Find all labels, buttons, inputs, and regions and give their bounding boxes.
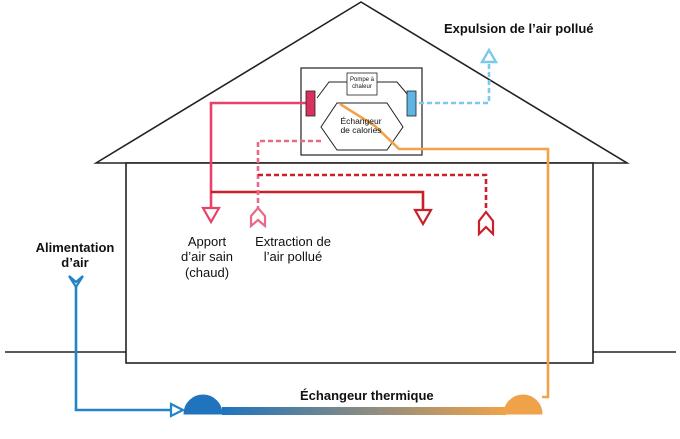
label-pompe-line2: chaleur (352, 83, 372, 90)
label-extraction-line2: l’air pollué (263, 249, 323, 265)
extraction-duct-pink (256, 139, 321, 212)
extraction-arrow (249, 206, 267, 229)
orange-dome (503, 394, 543, 415)
orange-duct (339, 102, 550, 399)
unit-internal-line-left (316, 81, 347, 99)
blue-dome (183, 394, 223, 415)
label-extraction-line1: Extraction de (255, 234, 331, 249)
exhaust-arrow (479, 47, 499, 64)
label-echangeur-calories-line1: Échangeur (340, 116, 382, 126)
label-echangeur-thermique: Échangeur thermique (300, 388, 434, 403)
extraction-arrow-right (477, 210, 495, 237)
extraction-duct-red (258, 173, 488, 210)
supply-duct-dark-red (211, 190, 425, 210)
label-extraction: Extraction de l’air pollué (244, 234, 342, 265)
label-apport-line1: Apport (187, 234, 227, 249)
label-alimentation-line1: Alimentation (35, 240, 115, 255)
heat-exchanger-hexagon (320, 102, 404, 151)
heat-pump-box (346, 72, 378, 96)
label-apport-line3: (chaud) (184, 264, 230, 280)
cooler-coil (406, 90, 417, 117)
label-apport-line2: d’air sain (180, 249, 234, 265)
fresh-air-intake-arrow (68, 275, 84, 290)
exhaust-duct (419, 62, 491, 105)
label-echangeur-calories: Échangeur de calories (325, 117, 397, 135)
unit-internal-line-right (377, 81, 409, 96)
supply-arrow (201, 206, 221, 225)
label-expulsion: Expulsion de l’air pollué (444, 21, 594, 36)
label-echangeur-calories-line2: de calories (340, 124, 382, 135)
fresh-air-duct (74, 287, 174, 412)
supply-arrow-right (413, 208, 433, 227)
label-pompe: Pompe à chaleur (347, 77, 377, 90)
label-apport: Apport d’air sain (chaud) (168, 234, 246, 280)
heater-coil (305, 90, 316, 117)
supply-duct-pink (209, 101, 309, 208)
label-alimentation-line2: d’air (61, 255, 89, 271)
house-walls (125, 162, 594, 364)
ground-exchanger-pipe (222, 407, 506, 415)
label-alimentation: Alimentation d’air (34, 240, 116, 271)
fresh-air-arrow (169, 402, 186, 418)
label-pompe-line1: Pompe à (349, 77, 374, 83)
